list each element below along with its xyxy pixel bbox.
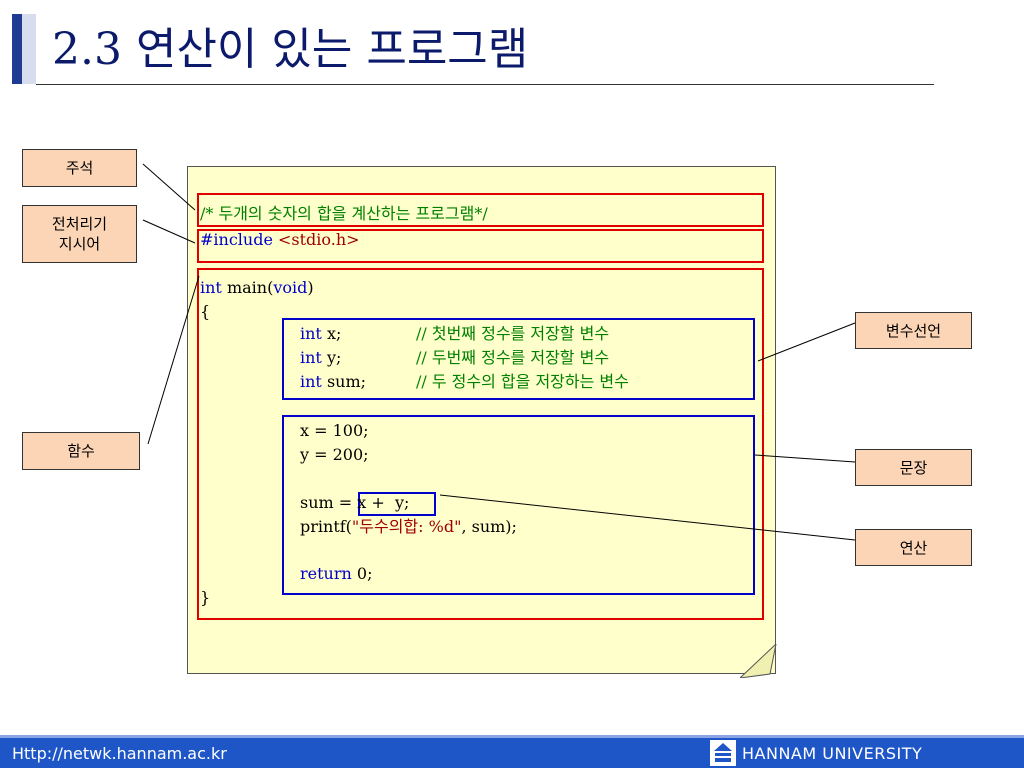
preprocessor-highlight-box: [197, 229, 764, 263]
code-close-brace: }: [200, 588, 211, 607]
code-note-paper: [187, 166, 776, 674]
printf-post: , sum);: [461, 517, 517, 536]
code-open-brace: {: [200, 302, 211, 321]
title-bar-accent-light: [22, 14, 36, 84]
decl-y-var: y;: [321, 348, 342, 367]
label-comment-text: 주석: [65, 159, 94, 177]
main-name: main(: [221, 278, 274, 297]
label-preprocessor-line2: 지시어: [58, 235, 101, 253]
label-statement-text: 문장: [899, 458, 928, 477]
code-decl-y-comment: // 두번째 정수를 저장할 변수: [416, 348, 610, 367]
label-operation: 연산: [855, 529, 972, 566]
code-main-line: int main(void): [200, 276, 314, 300]
include-argument: <stdio.h>: [272, 230, 360, 249]
code-decl-sum: int sum;: [300, 370, 366, 394]
code-decl-y: int y;: [300, 346, 341, 370]
return-value: 0;: [351, 564, 373, 583]
label-operation-text: 연산: [899, 538, 928, 557]
include-keyword: #include: [200, 230, 273, 249]
footer-university-name: HANNAM UNIVERSITY: [742, 744, 923, 763]
title-bar-accent: [12, 14, 22, 84]
code-decl-sum-comment: // 두 정수의 합을 저장하는 변수: [416, 372, 629, 391]
code-printf: printf("두수의합: %d", sum);: [300, 515, 517, 539]
label-var-decl: 변수선언: [855, 312, 972, 349]
decl-sum-var: sum;: [321, 372, 367, 391]
footer-url-link[interactable]: Http://netwk.hannam.ac.kr: [12, 744, 227, 763]
university-logo-icon: [710, 740, 736, 766]
label-function: 함수: [22, 432, 140, 470]
code-return: return 0;: [300, 562, 372, 586]
stmt-sum-lhs: sum =: [300, 493, 358, 512]
operation-highlight-box: [358, 492, 436, 516]
decl-y-type: int: [300, 348, 322, 367]
code-include-line: #include <stdio.h>: [200, 228, 360, 252]
decl-sum-type: int: [300, 372, 322, 391]
var-decl-highlight-box: [282, 318, 755, 400]
label-var-decl-text: 변수선언: [885, 321, 942, 340]
return-keyword: return: [300, 564, 352, 583]
printf-pre: printf(: [300, 517, 352, 536]
stmt-sum-rhs: x + y;: [357, 493, 410, 512]
main-int-keyword: int: [200, 278, 222, 297]
page-title: 2.3 연산이 있는 프로그램: [52, 24, 529, 75]
comment-text: /* 두개의 숫자의 합을 계산하는 프로그램*/: [200, 204, 488, 223]
code-stmt-x: x = 100;: [300, 421, 369, 440]
decl-x-var: x;: [321, 324, 342, 343]
page-fold-icon: [740, 644, 777, 678]
main-close-paren: ): [307, 278, 314, 297]
comment-highlight-box: [197, 193, 764, 227]
label-function-text: 함수: [67, 442, 95, 460]
code-stmt-sum: sum = x + y;: [300, 491, 409, 515]
code-stmt-y: y = 200;: [300, 445, 369, 464]
label-comment: 주석: [22, 149, 137, 187]
main-void-keyword: void: [273, 278, 308, 297]
printf-string: "두수의합: %d": [351, 517, 462, 536]
label-preprocessor-line1: 전처리기: [51, 215, 108, 233]
code-decl-x: int x;: [300, 322, 341, 346]
footer-bar: Http://netwk.hannam.ac.kr HANNAM UNIVERS…: [0, 735, 1024, 768]
code-decl-x-comment: // 첫번째 정수를 저장할 변수: [416, 324, 610, 343]
code-comment-line: /* 두개의 숫자의 합을 계산하는 프로그램*/: [200, 202, 488, 226]
title-underline: [36, 84, 934, 85]
decl-x-type: int: [300, 324, 322, 343]
label-statement: 문장: [855, 449, 972, 486]
